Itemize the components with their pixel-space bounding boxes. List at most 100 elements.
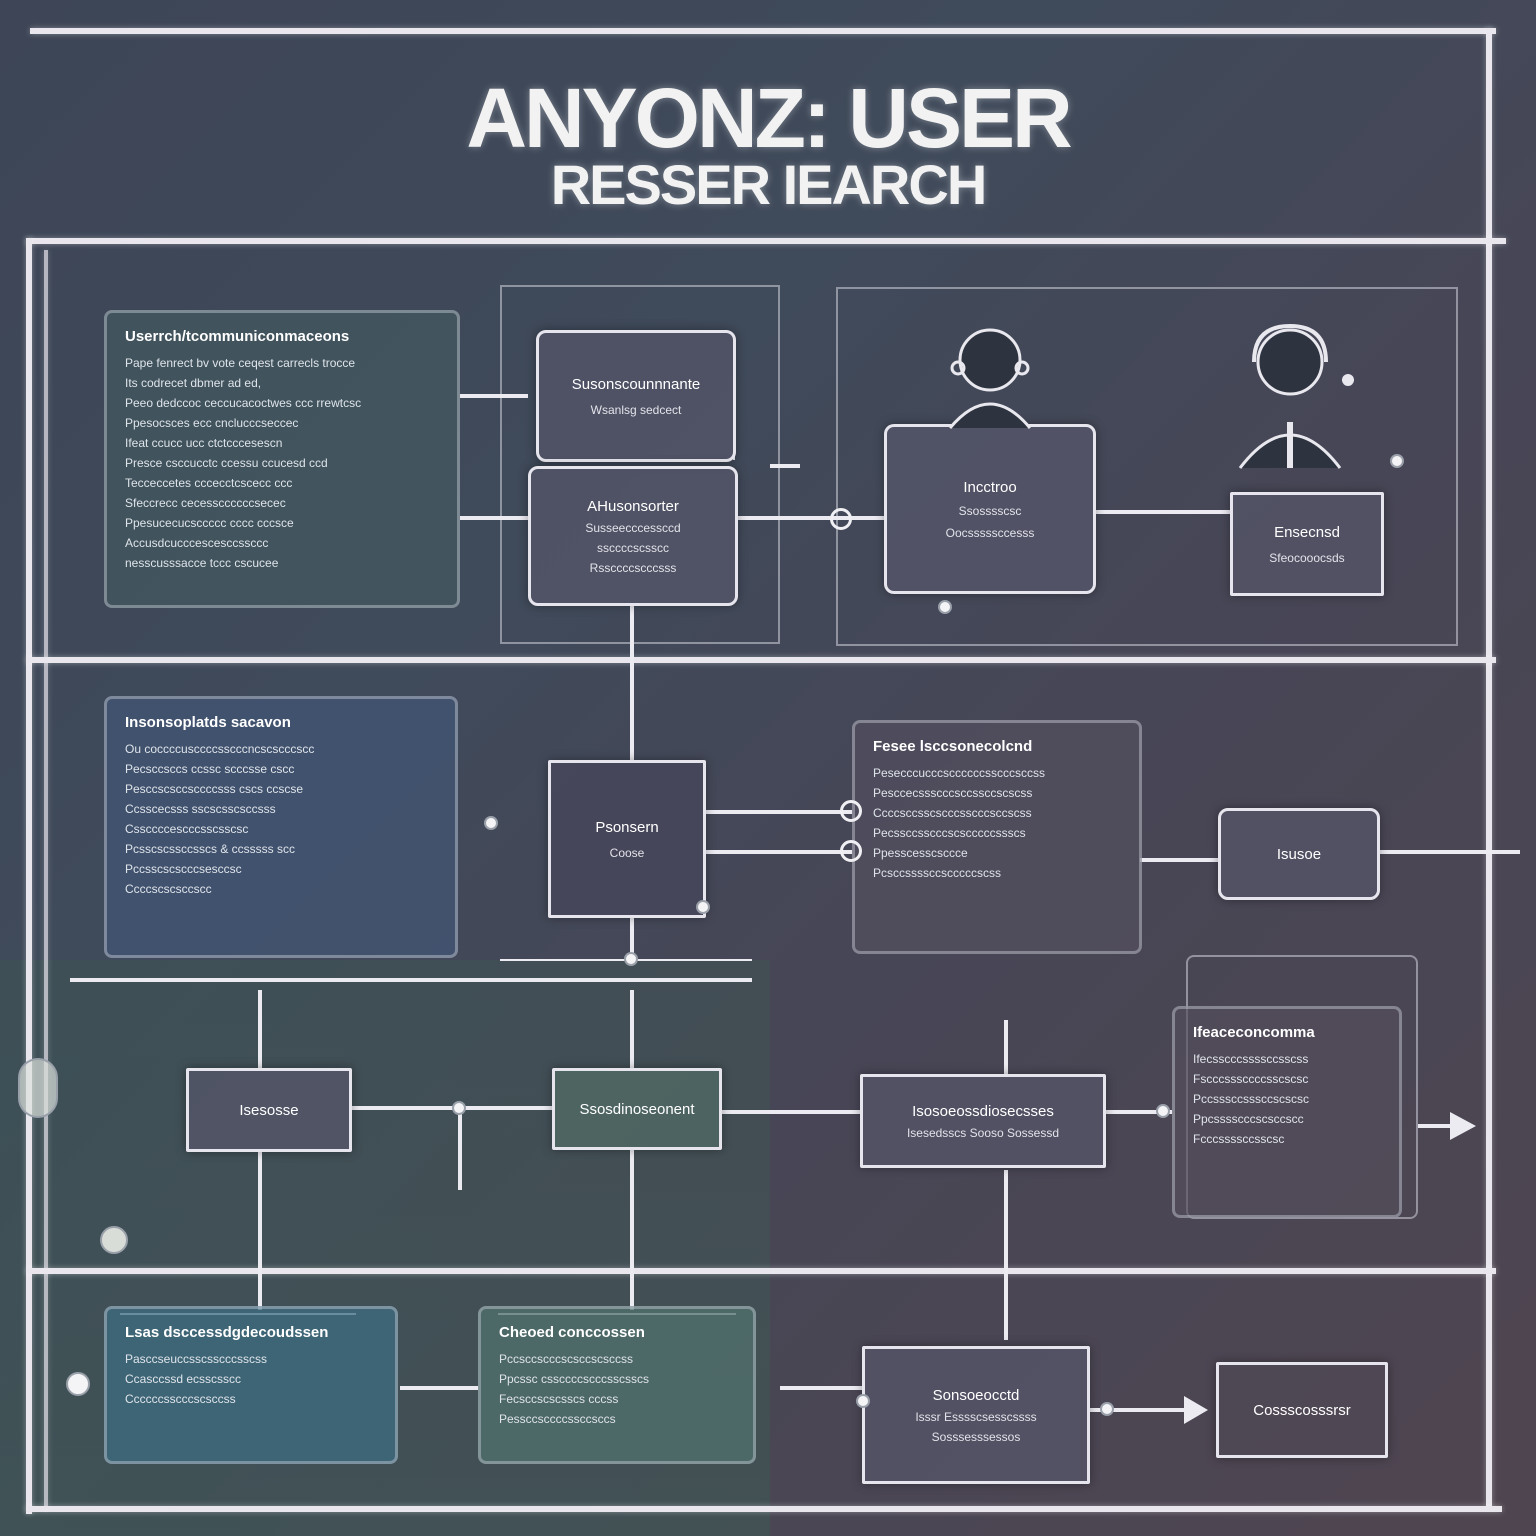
card-line: Sfeccrecc cecessccccccsecec — [125, 496, 286, 510]
card-line: Ppcsssscccscsccscc — [1193, 1112, 1304, 1126]
card-line: Ccccsccsscscccsscccsccscss — [873, 806, 1032, 820]
connector-dot — [1100, 1402, 1114, 1416]
frame-inner-left — [44, 250, 48, 1510]
card-line: Pccsssccsssccscscsc — [1193, 1092, 1310, 1106]
card-line: Fecsccscscsscs cccss — [499, 1392, 619, 1406]
card-line: Tecceccetes cccecctcscecc ccc — [125, 476, 293, 490]
frame-divider-3 — [26, 1268, 1496, 1274]
node-processes[interactable]: Isosoeossdiosecsses Isesedsscs Sooso Sos… — [860, 1074, 1106, 1168]
card-line: Pcsccssssccscccccscss — [873, 866, 1002, 880]
node-sublabel: Wsanlsg sedcect — [590, 402, 682, 417]
node-label: Psonsern — [595, 818, 659, 836]
card-line: Pesccecssscccsccssccscscss — [873, 786, 1033, 800]
connector-ring — [840, 800, 862, 822]
card-heading: Insonsoplatds sacavon — [125, 714, 291, 731]
node-interview[interactable]: Incctroo Ssosssscsc Oocsssssccesss — [884, 424, 1096, 594]
frame-divider-1 — [26, 238, 1506, 244]
connector-dot — [66, 1372, 90, 1396]
node-label: AHusonsorter — [587, 497, 679, 515]
node-label: Cossscosssrsr — [1253, 1401, 1351, 1419]
card-heading: Fesee lsccsonecolcnd — [873, 738, 1033, 755]
connector-ring — [840, 840, 862, 862]
node-label: Susonscounnnante — [571, 375, 701, 393]
connector-ring — [830, 508, 852, 530]
card-line: Pcsscscssccsscs & ccsssss scc — [125, 842, 296, 856]
card-line: Pasccseuccsscsscccsscss — [125, 1352, 268, 1366]
card-user-communications: Userrch/tcommuniconmaceons Pape fenrect … — [104, 310, 460, 608]
node-persona[interactable]: Psonsern Coose — [548, 760, 706, 918]
page-title: ANYONZ: USER — [466, 71, 1072, 165]
card-line: Fcccssssccsscsc — [1193, 1132, 1285, 1146]
card-line: Ifeat ccucc ucc ctctcccesescn — [125, 436, 283, 450]
node-conclusion[interactable]: Cossscosssrsr — [1216, 1362, 1388, 1458]
card-line: Ifecsscccssssccsscss — [1193, 1052, 1309, 1066]
card-line: Pccsccscccscsccscsccss — [499, 1352, 634, 1366]
card-line: Pesecccucccsccccccsscccsccss — [873, 766, 1046, 780]
node-sonsoe[interactable]: Sonsoeocctd Isssr Esssscsesscssss Sossse… — [862, 1346, 1090, 1484]
node-summary[interactable]: Susonscounnnante Wsanlsg sedcect — [536, 330, 736, 462]
card-line: nesscusssacce tccc cscucee — [125, 556, 279, 570]
panel-top-right — [836, 287, 1458, 646]
frame-top — [30, 28, 1496, 34]
node-sublabel: Coose — [609, 845, 645, 860]
node-sublabel: ssccccscsscc — [597, 540, 669, 555]
card-line: Ou coccccusccccsscccncscscccscc — [125, 742, 315, 756]
card-line: Its codrecet dbmer ad ed, — [125, 376, 262, 390]
frame-right — [1486, 28, 1492, 1508]
card-line: Ppesscesscsccce — [873, 846, 968, 860]
card-heading: Cheoed conccossen — [499, 1324, 645, 1341]
node-sublabel: Sfeocooocsds — [1269, 550, 1345, 565]
page-subtitle: RESSER IEARCH — [550, 153, 988, 216]
connector-dot — [452, 1101, 466, 1115]
card-line: Ppesucecucsccccc cccc cccsce — [125, 516, 294, 530]
node-sublabel: Isssr Esssscsesscssss — [915, 1409, 1037, 1424]
node-label: Ensecnsd — [1274, 523, 1340, 541]
node-label: Isusoe — [1276, 845, 1322, 863]
connector-dot — [856, 1394, 870, 1408]
node-label: Isosoeossdiosecsses — [912, 1102, 1054, 1120]
node-issues[interactable]: Isesosse — [186, 1068, 352, 1152]
card-line: Pecsccsccs ccssc scccsse cscc — [125, 762, 295, 776]
card-bottom-green: Cheoed conccossen Pccsccscccscsccscsccss… — [478, 1306, 756, 1464]
card-heading: Userrch/tcommuniconmaceons — [125, 328, 350, 345]
connector-dot — [100, 1226, 128, 1254]
card-line: Presce csccucctc ccessu ccucesd ccd — [125, 456, 328, 470]
connector-dot — [18, 1058, 58, 1118]
card-line: Ccsscecsss sscscsscsccsss — [125, 802, 276, 816]
node-label: Incctroo — [963, 478, 1017, 496]
frame-left — [26, 238, 32, 1514]
headset-person-icon — [1238, 323, 1354, 469]
card-line: Pccsscscscccsesccsc — [125, 862, 242, 876]
node-sublabel: Oocsssssccesss — [945, 525, 1035, 540]
card-line: Cssccccescccsscsscsc — [125, 822, 249, 836]
node-analysis[interactable]: AHusonsorter Susseecccessccd ssccccscssc… — [528, 466, 738, 606]
node-endpoint[interactable]: Ensecnsd Sfeocooocsds — [1230, 492, 1384, 596]
node-sublabel: Rssccccscccsss — [589, 560, 677, 575]
card-line: Ccasccssd ecsscsscc — [125, 1372, 242, 1386]
card-heading: Ifeaceconcomma — [1193, 1024, 1315, 1041]
card-line: Accusdcucccescesccssccc — [125, 536, 269, 550]
connector-dot — [1156, 1104, 1170, 1118]
card-line: Peeo dedccoc ceccucacoctwes ccc rrewtcsc — [125, 396, 362, 410]
card-line: Pesccscsccsccccsss cscs ccscse — [125, 782, 304, 796]
card-line: Ppcssc cssccccscccsscsscs — [499, 1372, 650, 1386]
card-line: Pecssccsscccscscccccssscs — [873, 826, 1026, 840]
node-label: Ssosdinoseonent — [579, 1100, 695, 1118]
node-issue[interactable]: Isusoe — [1218, 808, 1380, 900]
connector-dot — [1390, 454, 1404, 468]
card-heading: Lsas dsccessdgdecoudssen — [125, 1324, 329, 1341]
node-label: Sonsoeocctd — [932, 1386, 1020, 1404]
frame-divider-2 — [26, 657, 1496, 663]
node-assessment[interactable]: Ssosdinoseonent — [552, 1068, 722, 1150]
connector-dot — [938, 600, 952, 614]
card-line: Fscccsssccccsscscsc — [1193, 1072, 1309, 1086]
node-sublabel: Isesedsscs Sooso Sossessd — [906, 1125, 1060, 1140]
node-label: Isesosse — [239, 1101, 299, 1119]
connector-dot — [696, 900, 710, 914]
node-sublabel: Susseecccessccd — [585, 520, 681, 535]
card-feedback: Fesee lsccsonecolcnd Pesecccucccsccccccs… — [852, 720, 1142, 954]
card-line: Pessccsccccssccsccs — [499, 1412, 616, 1426]
node-sublabel: Ssosssscsc — [958, 503, 1022, 518]
card-insights: Insonsoplatds sacavon Ou coccccusccccssc… — [104, 696, 458, 958]
connector-dot — [484, 816, 498, 830]
